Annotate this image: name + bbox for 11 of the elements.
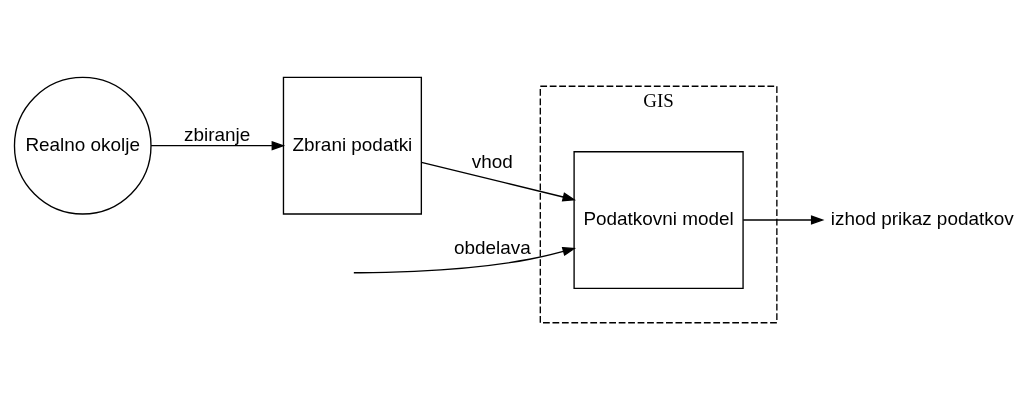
arrow	[742, 215, 824, 225]
node-box: Zbrani podatki	[282, 76, 422, 215]
edge-label: obdelava	[453, 237, 531, 259]
edge-label: vhod	[471, 150, 513, 172]
node-box: Podatkovni model	[572, 151, 744, 289]
node-text: izhod prikaz podatkov	[830, 208, 1014, 230]
edge-label: zbiranje	[183, 123, 250, 145]
arrow	[420, 161, 576, 202]
arrow	[149, 140, 285, 151]
node-circle: Realno okolje	[13, 76, 152, 215]
arrow	[352, 246, 576, 274]
